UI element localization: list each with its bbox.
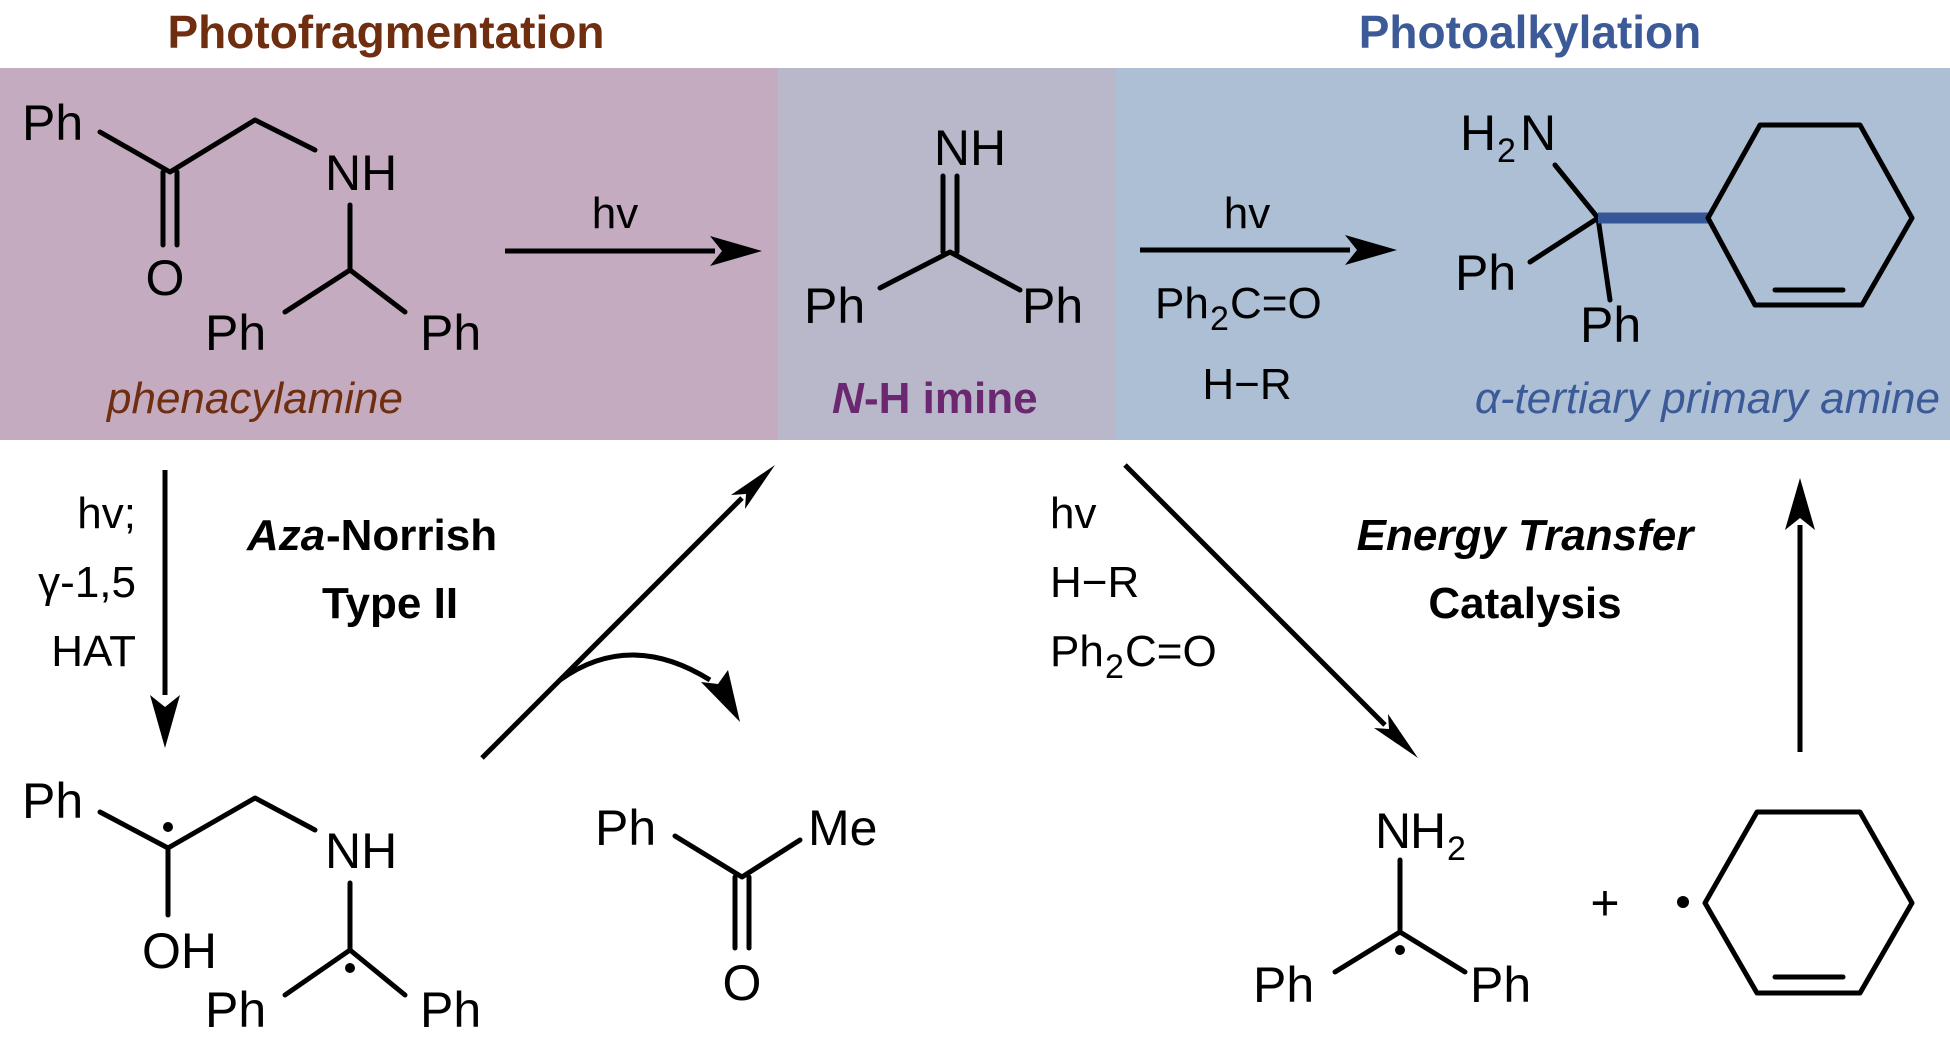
atom-ph: Ph <box>420 305 481 361</box>
condition-hv: hv <box>1224 189 1270 238</box>
atom-ph: Ph <box>804 278 865 334</box>
arrow-photofragmentation <box>505 236 762 266</box>
condition-benzophenone: Ph 2 C=O <box>1155 279 1322 338</box>
cyclohexenyl-radical-structure <box>1677 809 1915 996</box>
arrow-byproduct-curve <box>558 652 740 722</box>
header-photofragmentation: Photofragmentation <box>168 6 605 58</box>
atom-subscript: 2 <box>1447 830 1466 868</box>
condition-subscript: 2 <box>1210 300 1229 338</box>
label-aza-norrish: Aza -Norrish <box>246 511 497 560</box>
label-norrish: -Norrish <box>326 511 497 560</box>
condition-subscript: 2 <box>1105 648 1124 686</box>
condition-c-eq-o: C=O <box>1125 627 1217 676</box>
atom-oh: OH <box>142 923 217 979</box>
label-aza: Aza <box>246 511 325 560</box>
atom-ph: Ph <box>205 305 266 361</box>
condition-h-r: H−R <box>1050 558 1139 607</box>
acetophenone-structure: Ph Me O <box>595 800 877 1011</box>
condition-h-r: H−R <box>1202 360 1291 409</box>
atom-nh: NH <box>325 145 397 201</box>
atom-ph: Ph <box>1253 957 1314 1013</box>
atom-nh: NH <box>934 120 1006 176</box>
phenacylamine-structure: Ph O NH Ph Ph <box>22 95 481 361</box>
atom-ph: Ph <box>1580 297 1641 353</box>
atom-o: O <box>723 955 762 1011</box>
condition-ph: Ph <box>1155 279 1209 328</box>
arrow-hat-diagonal <box>1123 463 1418 758</box>
atom-ph: Ph <box>1470 957 1531 1013</box>
atom-me: Me <box>808 800 877 856</box>
arrow-fragmentation-up <box>480 465 775 760</box>
imine-structure: NH Ph Ph <box>804 120 1083 334</box>
arrow-hat-down <box>150 470 180 748</box>
condition-gamma: γ-1,5 <box>38 558 136 607</box>
atom-ph: Ph <box>595 800 656 856</box>
label-imine: N -H imine <box>832 374 1038 423</box>
atom-ph: Ph <box>22 95 83 151</box>
atom-subscript: 2 <box>1497 132 1516 170</box>
atom-h: H <box>1410 803 1446 859</box>
atom-ph: Ph <box>1455 245 1516 301</box>
panel-photoalkylation <box>1116 68 1950 440</box>
atom-ph: Ph <box>22 773 83 829</box>
panel-photofragmentation <box>0 68 778 440</box>
arrow-radical-coupling-up <box>1785 478 1815 752</box>
atom-n: H <box>1460 105 1496 161</box>
condition-ph: Ph <box>1050 627 1104 676</box>
label-imine-n: N <box>832 374 865 423</box>
arrow-photoalkylation <box>1140 235 1397 265</box>
condition-hv-semicolon: hv; <box>77 489 136 538</box>
label-catalysis: Catalysis <box>1428 579 1621 628</box>
atom-n: N <box>1520 105 1556 161</box>
header-photoalkylation: Photoalkylation <box>1359 6 1701 58</box>
amine-radical-structure: N H 2 Ph Ph <box>1253 803 1531 1013</box>
label-energy-transfer: Energy Transfer <box>1357 511 1697 560</box>
amine-structure: H 2 N Ph Ph <box>1455 105 1915 353</box>
condition-benzophenone: Ph 2 C=O <box>1050 627 1217 686</box>
condition-c-eq-o: C=O <box>1230 279 1322 328</box>
label-type-ii: Type II <box>322 579 458 628</box>
label-imine-rest: -H imine <box>864 374 1038 423</box>
label-amine: α-tertiary primary amine <box>1475 374 1940 423</box>
atom-ph: Ph <box>205 982 266 1038</box>
atom-o: O <box>146 250 185 306</box>
atom-ph: Ph <box>420 982 481 1038</box>
atom-nh: NH <box>325 823 397 879</box>
condition-hat: HAT <box>51 627 136 676</box>
atom-n: N <box>1375 803 1411 859</box>
label-phenacylamine: phenacylamine <box>105 374 403 423</box>
atom-ph: Ph <box>1022 278 1083 334</box>
plus-sign: + <box>1590 875 1619 931</box>
biradical-structure: Ph OH NH Ph Ph <box>22 773 481 1038</box>
condition-hv: hv <box>1050 489 1096 538</box>
condition-hv: hv <box>592 189 638 238</box>
